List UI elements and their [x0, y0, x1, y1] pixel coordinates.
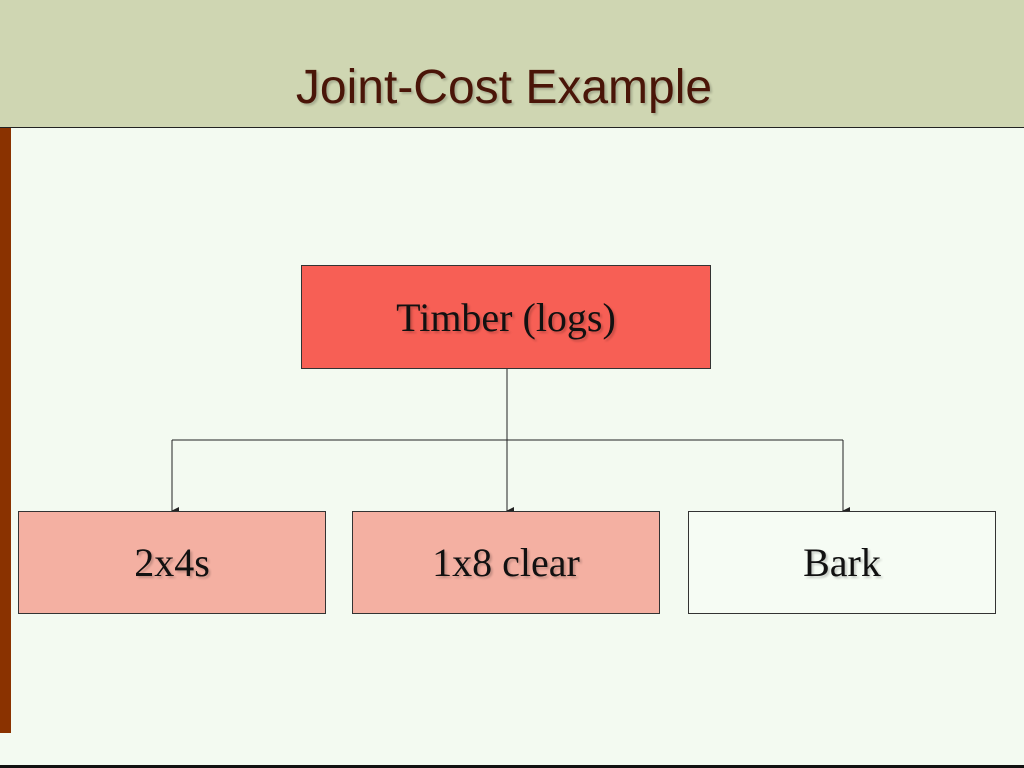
node-label: 2x4s [134, 540, 210, 585]
node-label: Bark [803, 540, 881, 585]
bottom-border [0, 765, 1024, 768]
node-1x8-clear: 1x8 clear [352, 511, 660, 614]
node-label: Timber (logs) [396, 294, 616, 340]
node-label: 1x8 clear [432, 540, 580, 585]
node-bark: Bark [688, 511, 996, 614]
node-2x4s: 2x4s [18, 511, 326, 614]
accent-bar [0, 128, 11, 733]
slide-header: Joint-Cost Example [0, 0, 1024, 128]
node-timber-logs: Timber (logs) [301, 265, 711, 369]
slide-title: Joint-Cost Example [295, 61, 713, 114]
